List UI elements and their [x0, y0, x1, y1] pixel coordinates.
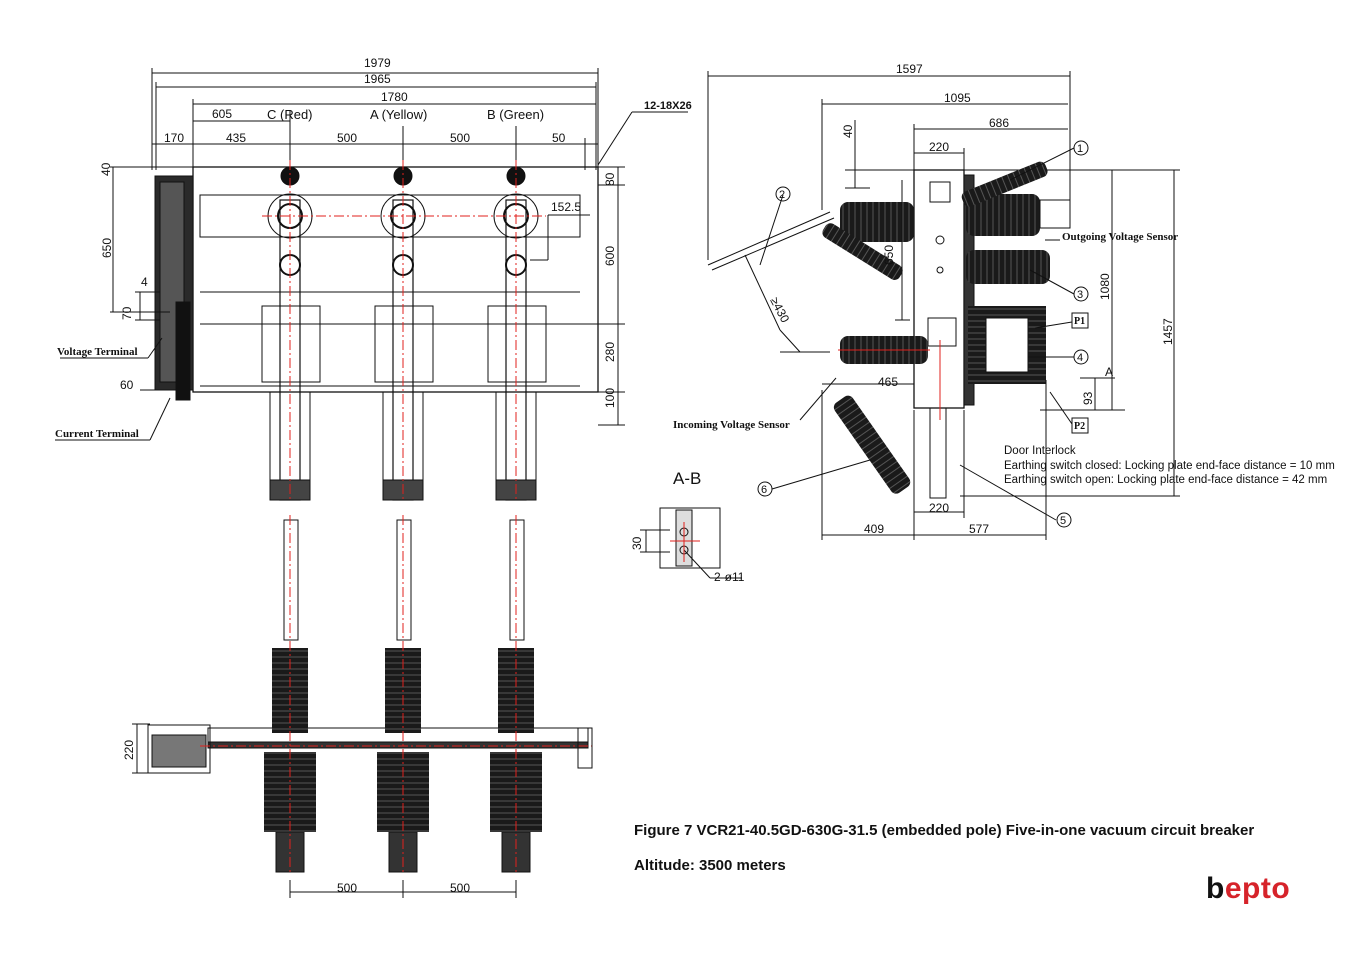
dim-280: 280 [603, 342, 617, 362]
pole-a [374, 166, 434, 501]
dim-435: 435 [226, 131, 246, 145]
phase-c-label: C (Red) [267, 107, 313, 122]
door-interlock-title: Door Interlock [1004, 445, 1076, 457]
dim-1965: 1965 [364, 72, 391, 86]
dim-170: 170 [164, 131, 184, 145]
dim-40-left: 40 [99, 162, 113, 176]
front-view [55, 68, 688, 501]
dim-100: 100 [603, 388, 617, 408]
door-interlock-closed: Earthing switch closed: Locking plate en… [1004, 460, 1335, 472]
incoming-sensor-label: Incoming Voltage Sensor [673, 419, 790, 431]
dim-1597: 1597 [896, 62, 923, 76]
dim-650-side: 650 [882, 245, 896, 265]
dim-220-bottom: 220 [929, 501, 949, 515]
dim-409: 409 [864, 522, 884, 536]
dim-93: 93 [1081, 391, 1095, 405]
dim-60: 60 [120, 378, 134, 392]
dim-500-a: 500 [337, 131, 357, 145]
section-ab-text: A-B 30 2-ø11 [630, 469, 745, 584]
dim-80: 80 [603, 172, 617, 186]
top-view-dimensions: 220 500 500 [122, 740, 470, 895]
dim-4: 4 [141, 275, 148, 289]
dim-1457: 1457 [1161, 318, 1175, 345]
callout-2: 2 [779, 189, 785, 201]
dim-40-side: 40 [841, 124, 855, 138]
logo-rest: epto [1224, 872, 1291, 905]
dim-600: 600 [603, 246, 617, 266]
hole-spec: 2-ø11 [714, 570, 745, 584]
side-view-text: 1597 1095 686 220 40 650 1080 1457 93 46… [673, 62, 1335, 536]
dim-500-b: 500 [450, 131, 470, 145]
logo-first-letter: b [1206, 872, 1225, 905]
bolt-spec: 12-18X26 [644, 100, 692, 112]
pole-c [261, 166, 321, 501]
voltage-terminal-label: Voltage Terminal [57, 346, 138, 358]
bepto-logo: bepto [1206, 872, 1290, 906]
callout-6: 6 [761, 484, 767, 496]
dim-70: 70 [120, 306, 134, 320]
dim-1780: 1780 [381, 90, 408, 104]
top-view [132, 515, 593, 898]
dim-220-top: 220 [122, 740, 136, 760]
callout-1: 1 [1077, 143, 1083, 155]
side-view [707, 71, 1180, 540]
callout-5: 5 [1060, 515, 1066, 527]
door-interlock-open: Earthing switch open: Locking plate end-… [1004, 474, 1327, 486]
altitude-label: Altitude: 3500 meters [634, 857, 786, 874]
callout-3: 3 [1077, 289, 1083, 301]
current-terminal-label: Current Terminal [55, 428, 139, 440]
dim-465: 465 [878, 375, 898, 389]
phase-b-label: B (Green) [487, 107, 544, 122]
marker-p1: P1 [1074, 316, 1085, 327]
dim-152-5: 152.5 [551, 200, 581, 214]
dim-577: 577 [969, 522, 989, 536]
dim-650-left: 650 [100, 238, 114, 258]
outgoing-sensor-label: Outgoing Voltage Sensor [1062, 231, 1178, 243]
callout-4: 4 [1077, 352, 1083, 364]
dim-50: 50 [552, 131, 566, 145]
dim-1979: 1979 [364, 56, 391, 70]
dim-30: 30 [630, 536, 644, 550]
dim-500-top-a: 500 [337, 881, 357, 895]
pole-b [487, 166, 547, 501]
marker-a: A [1105, 365, 1113, 379]
marker-p2: P2 [1074, 421, 1085, 432]
dim-1080: 1080 [1098, 273, 1112, 300]
phase-a-label: A (Yellow) [370, 107, 427, 122]
section-title: A-B [673, 469, 701, 488]
dim-686: 686 [989, 116, 1009, 130]
figure-caption: Figure 7 VCR21-40.5GD-630G-31.5 (embedde… [634, 822, 1255, 839]
dim-500-top-b: 500 [450, 881, 470, 895]
dim-1095: 1095 [944, 91, 971, 105]
dim-605: 605 [212, 107, 232, 121]
front-view-dimensions: 1979 1965 1780 605 170 435 500 500 50 C … [55, 56, 692, 440]
section-ab [640, 507, 742, 579]
dim-220-side: 220 [929, 140, 949, 154]
